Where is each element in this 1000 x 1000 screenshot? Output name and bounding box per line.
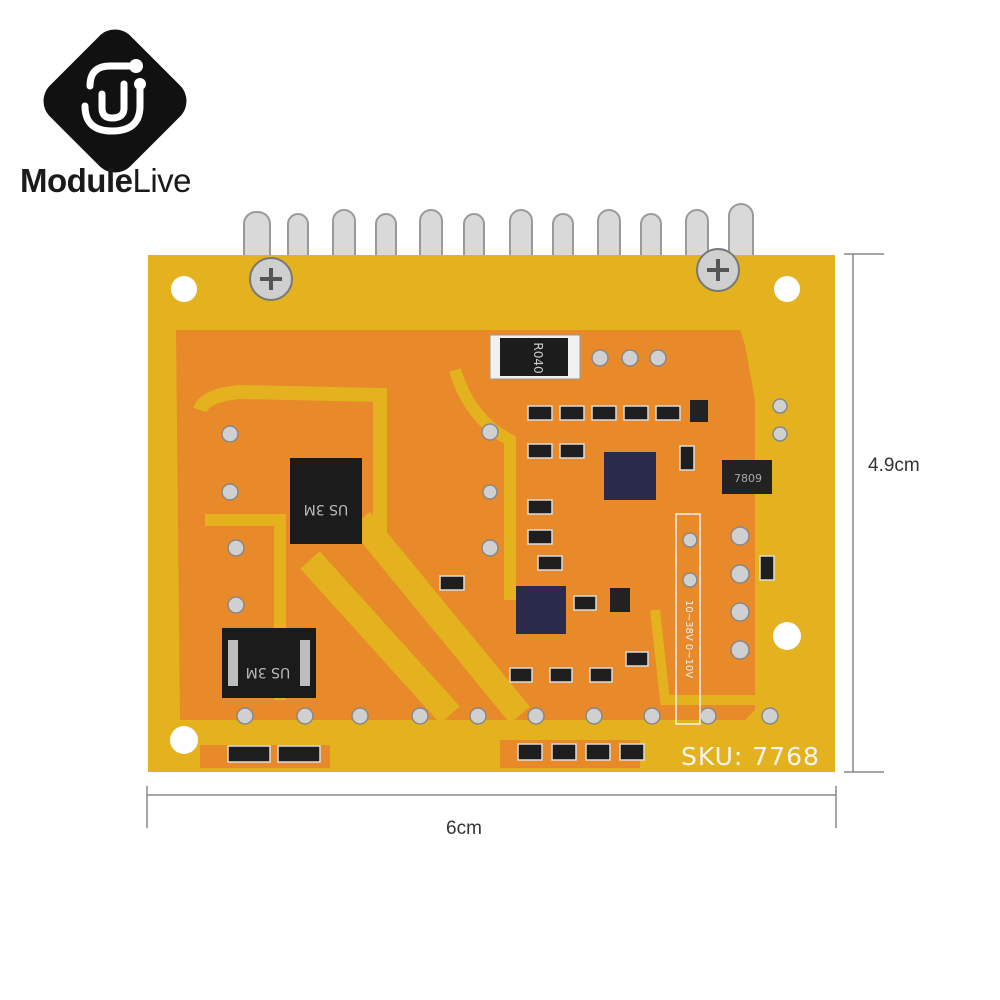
svg-text:US 3M: US 3M (304, 501, 349, 517)
brand-name: ModuleLive (20, 162, 192, 200)
brand-name-light: Live (132, 162, 192, 199)
modulelive-logo-icon (43, 29, 187, 173)
copper-pour (176, 330, 755, 720)
svg-text:R040: R040 (531, 342, 545, 373)
svg-text:10~38V 0~10V: 10~38V 0~10V (683, 600, 694, 678)
height-dimension-label: 4.9cm (868, 455, 920, 476)
brand-name-bold: Module (20, 162, 133, 199)
sku-label: SKU: 7768 (681, 742, 820, 771)
width-dimension-label: 6cm (446, 818, 482, 839)
svg-text:7809: 7809 (734, 472, 762, 485)
svg-text:US 3M: US 3M (246, 664, 291, 680)
